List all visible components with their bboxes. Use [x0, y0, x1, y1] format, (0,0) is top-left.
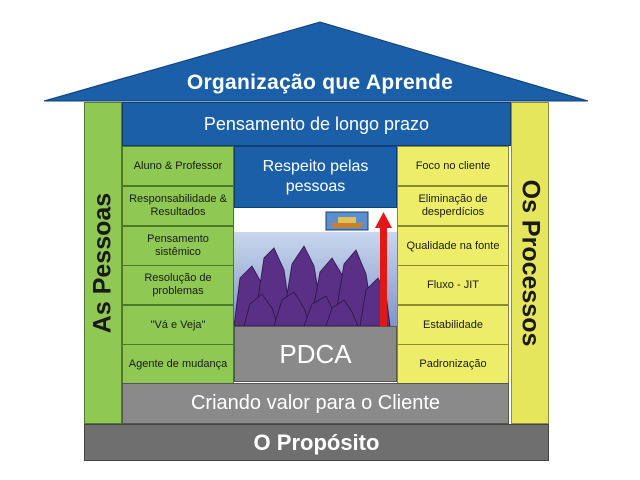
up-arrow-icon — [375, 212, 392, 326]
pdca-block: PDCA — [234, 326, 397, 382]
boat-icon — [325, 211, 369, 231]
people-item: "Vá e Veja" — [122, 305, 234, 345]
people-pillar-title: As Pessoas — [88, 192, 117, 334]
respect-for-people: Respeito pelas pessoas — [234, 146, 397, 208]
lean-rocks-illustration — [234, 208, 397, 326]
process-item: Foco no cliente — [397, 146, 509, 186]
process-item: Eliminação de desperdícios — [397, 186, 509, 226]
process-pillar: Os Processos — [511, 102, 549, 424]
people-item: Resolução de problemas — [122, 265, 234, 305]
purpose-foundation: O Propósito — [84, 424, 549, 461]
people-item: Pensamento sistêmico — [122, 226, 234, 266]
process-pillar-title: Os Processos — [516, 179, 545, 347]
process-item: Qualidade na fonte — [397, 226, 509, 266]
roof-title: Organização que Aprende — [186, 71, 454, 94]
process-item: Estabilidade — [397, 305, 509, 345]
people-item: Aluno & Professor — [122, 146, 234, 186]
people-pillar: As Pessoas — [84, 102, 122, 424]
long-term-banner: Pensamento de longo prazo — [122, 102, 511, 146]
people-item: Agente de mudança — [122, 344, 234, 384]
people-item: Responsabilidade & Resultados — [122, 186, 234, 226]
process-item: Padronização — [397, 344, 509, 384]
roof — [43, 21, 589, 102]
customer-value-bar: Criando valor para o Cliente — [122, 383, 509, 424]
process-item: Fluxo - JIT — [397, 265, 509, 305]
